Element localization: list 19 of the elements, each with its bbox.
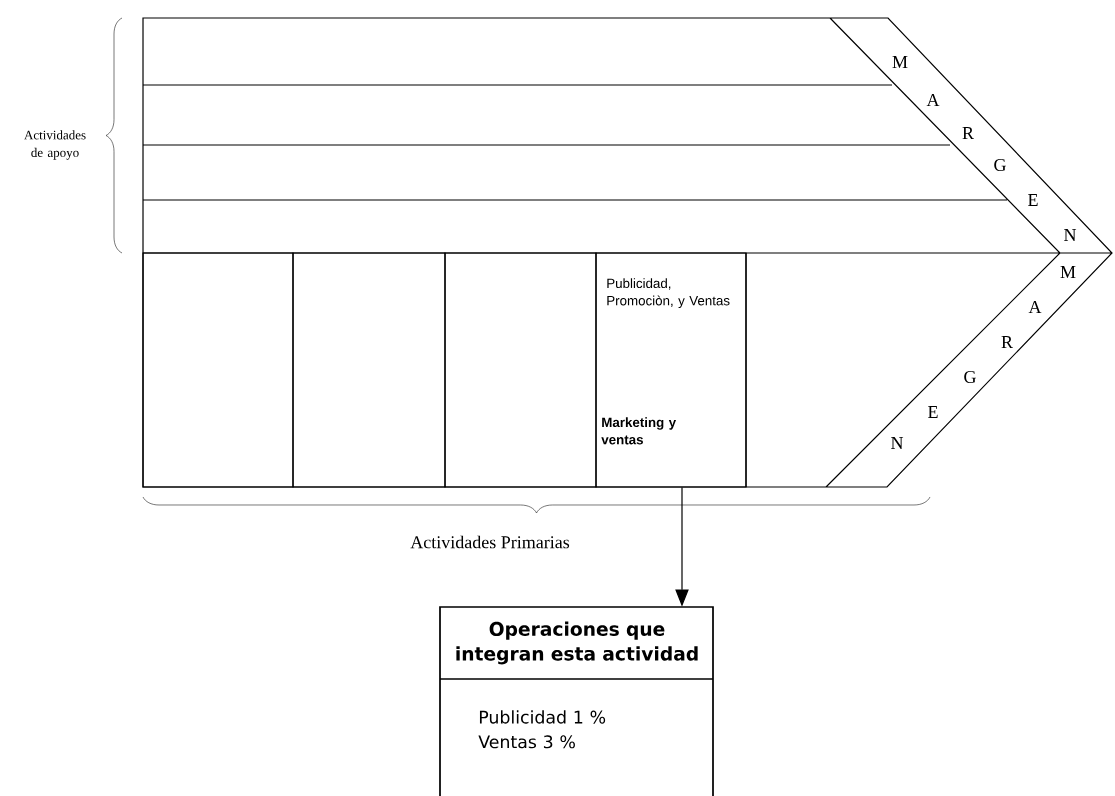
margin-letter: R	[1001, 336, 1013, 348]
side-label: Actividades Primarias	[410, 535, 570, 549]
side-label: Actividades de apoyo	[24, 130, 86, 160]
margin-letter: A	[1028, 301, 1042, 313]
margin-letter: N	[891, 437, 904, 449]
margin-letter: E	[928, 406, 938, 418]
box	[142, 252, 294, 488]
margin-letter: G	[994, 158, 1006, 172]
process-box: Publicidad, Promociòn, y Ventas Marketing y ventas	[595, 252, 747, 488]
margin-letter: M	[892, 56, 908, 68]
box	[444, 252, 597, 488]
margin-letter: R	[962, 127, 974, 139]
margin-letter: M	[1060, 266, 1076, 278]
margin-letter: A	[926, 94, 940, 106]
margin-letter: G	[964, 370, 976, 384]
margin-letter: E	[1028, 194, 1038, 206]
margin-letter: N	[1064, 229, 1077, 241]
table-box: Operaciones que integran esta actividad Publicidad 1 % Ventas 3 %	[439, 606, 714, 796]
box	[292, 252, 446, 488]
